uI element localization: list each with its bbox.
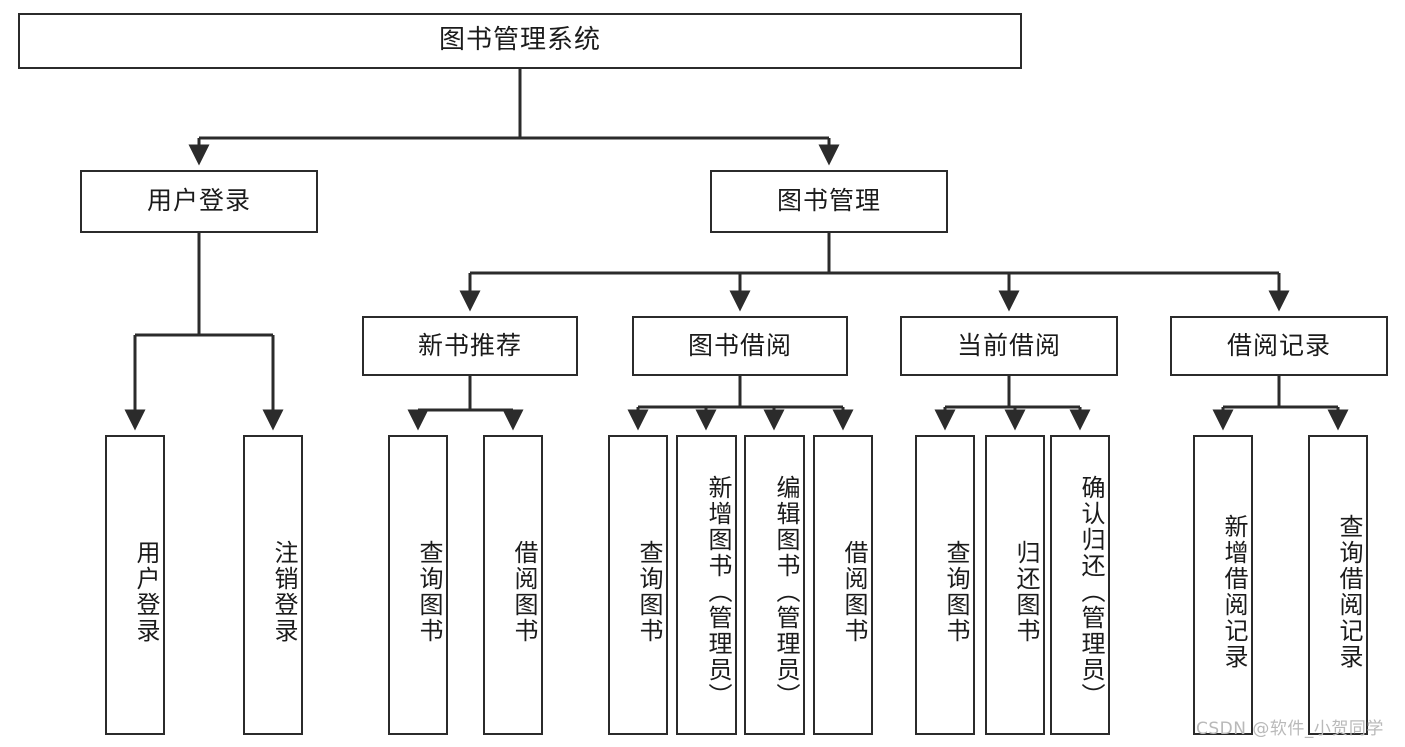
node-current-borrow[interactable]: 当前借阅 bbox=[900, 316, 1118, 376]
node-leaf-label: 查询图书 bbox=[415, 540, 443, 644]
node-leaf-label: 归还图书 bbox=[1012, 540, 1040, 644]
node-leaf-add-borrow-record[interactable]: 新增借阅记录 bbox=[1193, 435, 1253, 735]
node-leaf-query-book-current[interactable]: 查询图书 bbox=[915, 435, 975, 735]
node-leaf-borrow-book[interactable]: 借阅图书 bbox=[813, 435, 873, 735]
node-leaf-query-book-rec[interactable]: 查询图书 bbox=[388, 435, 448, 735]
node-book-borrow[interactable]: 图书借阅 bbox=[632, 316, 848, 376]
node-leaf-label: 新增借阅记录 bbox=[1220, 514, 1248, 670]
node-borrow-record[interactable]: 借阅记录 bbox=[1170, 316, 1388, 376]
node-leaf-query-borrow-record[interactable]: 查询借阅记录 bbox=[1308, 435, 1368, 735]
node-leaf-label: 用户登录 bbox=[132, 540, 160, 644]
node-leaf-label: 查询借阅记录 bbox=[1335, 514, 1363, 670]
node-leaf-label: 确认归还（管理员） bbox=[1077, 475, 1105, 709]
node-leaf-return-book[interactable]: 归还图书 bbox=[985, 435, 1045, 735]
node-leaf-label: 查询图书 bbox=[942, 540, 970, 644]
node-leaf-label: 编辑图书（管理员） bbox=[772, 475, 800, 709]
node-leaf-user-logout[interactable]: 注销登录 bbox=[243, 435, 303, 735]
node-new-book-recommend[interactable]: 新书推荐 bbox=[362, 316, 578, 376]
node-leaf-label: 新增图书（管理员） bbox=[704, 475, 732, 709]
node-leaf-label: 借阅图书 bbox=[510, 540, 538, 644]
node-leaf-user-login[interactable]: 用户登录 bbox=[105, 435, 165, 735]
node-leaf-query-book-borrow[interactable]: 查询图书 bbox=[608, 435, 668, 735]
node-root-system[interactable]: 图书管理系统 bbox=[18, 13, 1022, 69]
node-leaf-label: 查询图书 bbox=[635, 540, 663, 644]
node-leaf-edit-book-admin[interactable]: 编辑图书（管理员） bbox=[744, 435, 805, 735]
node-leaf-borrow-book-rec[interactable]: 借阅图书 bbox=[483, 435, 543, 735]
node-leaf-add-book-admin[interactable]: 新增图书（管理员） bbox=[676, 435, 737, 735]
csdn-watermark: CSDN @软件_小贺同学 bbox=[1196, 719, 1384, 739]
node-user-login[interactable]: 用户登录 bbox=[80, 170, 318, 233]
node-leaf-label: 借阅图书 bbox=[840, 540, 868, 644]
node-book-manage[interactable]: 图书管理 bbox=[710, 170, 948, 233]
node-leaf-label: 注销登录 bbox=[270, 540, 298, 644]
node-leaf-confirm-return-admin[interactable]: 确认归还（管理员） bbox=[1050, 435, 1110, 735]
